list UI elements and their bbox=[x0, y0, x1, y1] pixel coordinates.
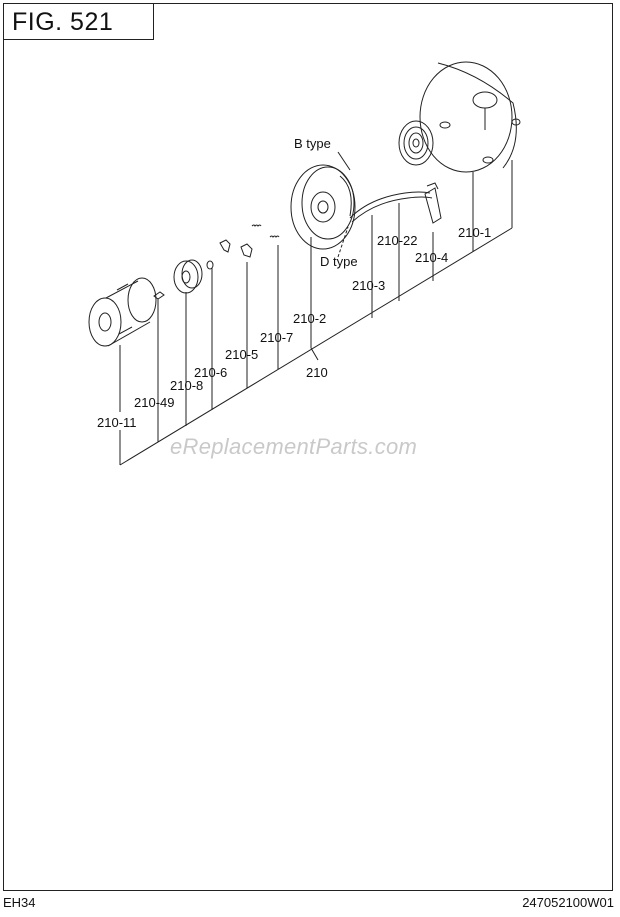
model-label: EH34 bbox=[3, 895, 36, 910]
pawl-part bbox=[219, 239, 253, 258]
label-210-2: 210-2 bbox=[293, 311, 326, 326]
starter-case-part bbox=[419, 61, 521, 173]
label-210-11: 210-11 bbox=[97, 415, 137, 430]
label-210-49: 210-49 bbox=[134, 395, 174, 410]
screw-part bbox=[153, 291, 165, 303]
spring-part bbox=[251, 224, 280, 238]
label-210: 210 bbox=[306, 365, 328, 380]
watermark: eReplacementParts.com bbox=[170, 434, 418, 459]
ratchet-plate-part bbox=[173, 259, 203, 294]
d-type-pointer bbox=[337, 226, 349, 258]
label-210-1: 210-1 bbox=[458, 225, 491, 240]
b-type-pointer bbox=[337, 151, 351, 171]
starter-rope-part bbox=[349, 191, 431, 219]
label-d-type: D type bbox=[320, 254, 358, 269]
bracket-baseline bbox=[119, 227, 513, 466]
starter-handle-part bbox=[424, 182, 442, 224]
hub-drum-part bbox=[88, 277, 157, 347]
label-210-4: 210-4 bbox=[415, 250, 448, 265]
recoil-spring-part bbox=[398, 120, 434, 166]
label-210-5: 210-5 bbox=[225, 347, 258, 362]
label-210-7: 210-7 bbox=[260, 330, 293, 345]
figure-frame: FIG. 521 bbox=[3, 3, 613, 891]
clip-part bbox=[206, 260, 214, 270]
label-210-6: 210-6 bbox=[194, 365, 227, 380]
label-210-22: 210-22 bbox=[377, 233, 417, 248]
label-b-type: B type bbox=[294, 136, 331, 151]
label-210-3: 210-3 bbox=[352, 278, 385, 293]
diagram-code: 247052100W01 bbox=[522, 895, 614, 910]
label-210-8: 210-8 bbox=[170, 378, 203, 393]
reel-pulley-part bbox=[290, 164, 356, 250]
leader-210 bbox=[310, 347, 319, 361]
figure-title-box: FIG. 521 bbox=[4, 4, 154, 40]
figure-title: FIG. 521 bbox=[12, 8, 114, 36]
